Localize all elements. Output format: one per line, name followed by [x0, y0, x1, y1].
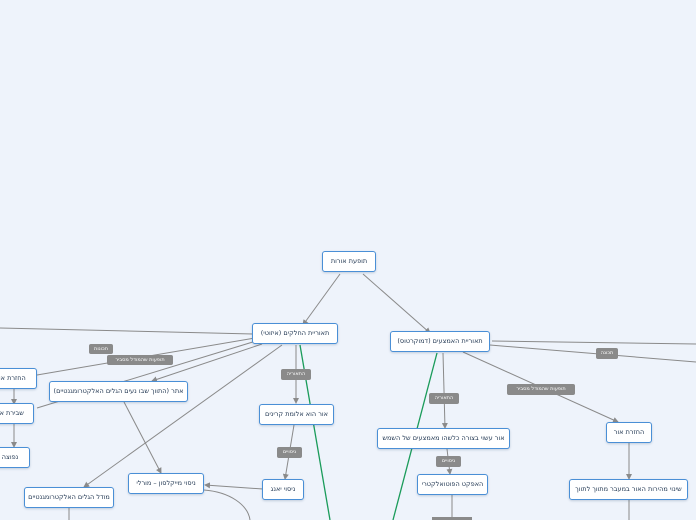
edge-label-theory-right: התאוריה [429, 393, 459, 404]
node-speed-change[interactable]: שינוי מהירות האור במעבר מתווך לתווך [569, 479, 688, 500]
edge-root-wave [362, 273, 431, 334]
node-ether[interactable]: אתר (התווך שבו נעים הגלים האלקטרומגנטיים… [49, 381, 188, 402]
node-michelson[interactable]: ניסוי מייקלסון – מורלי [128, 473, 204, 494]
edge-particle-em-model [83, 344, 283, 488]
node-particle-theory[interactable]: תאוריית החלקים (איזוטי) [252, 323, 338, 344]
node-young[interactable]: ניסוי יאנג [262, 479, 304, 500]
node-photoelectric[interactable]: האפקט הפוטואלקטרי [417, 474, 488, 495]
edge-young-michelson [204, 482, 264, 490]
edge-root-particle [302, 273, 341, 326]
edge-label-experiments-right: ניסויים [436, 456, 461, 467]
node-light-wave[interactable]: אור עשוי בצורה כלשהו מאמצעים של השמש [377, 428, 510, 449]
edge-wave-right-far [489, 344, 696, 363]
edge-michelson-curve [203, 489, 251, 520]
node-em-model[interactable]: מודל הגלים האלקטרומגנטיים [24, 487, 114, 508]
node-left-mid[interactable]: שבירת אור [0, 403, 34, 424]
node-wave-theory[interactable]: תאוריית האמצעים (דמוקרטוס) [390, 331, 490, 352]
edge-ether-michelson [123, 401, 162, 474]
edge-particle-offscreen-left [0, 327, 254, 335]
node-offscreen-bottom [432, 517, 472, 520]
node-left-bottom[interactable]: נפוצה [0, 447, 30, 468]
node-reflection-right[interactable]: החזרת אור [606, 422, 652, 443]
node-left-top[interactable]: החזרת אור [0, 368, 37, 389]
edge-label-explains-left: תופעות שהמודל מסביר [107, 355, 173, 365]
edge-wave-offscreen-right [491, 340, 696, 345]
edge-label-feature-right: תכונה [596, 348, 618, 359]
edge-particle-ether [151, 343, 263, 383]
edge-wave-light-wave [441, 352, 448, 429]
edge-label-theory-left: התאוריה [281, 369, 311, 380]
node-root[interactable]: תופעת אורות [322, 251, 376, 272]
edge-label-features-left: תכונות [89, 344, 113, 354]
edge-label-experiments-left: ניסויים [277, 447, 302, 458]
edge-label-explains-right: תופעות שהמודל מסביר [507, 384, 575, 395]
node-light-particles[interactable]: אור הוא אלומת קרינים [259, 404, 334, 425]
